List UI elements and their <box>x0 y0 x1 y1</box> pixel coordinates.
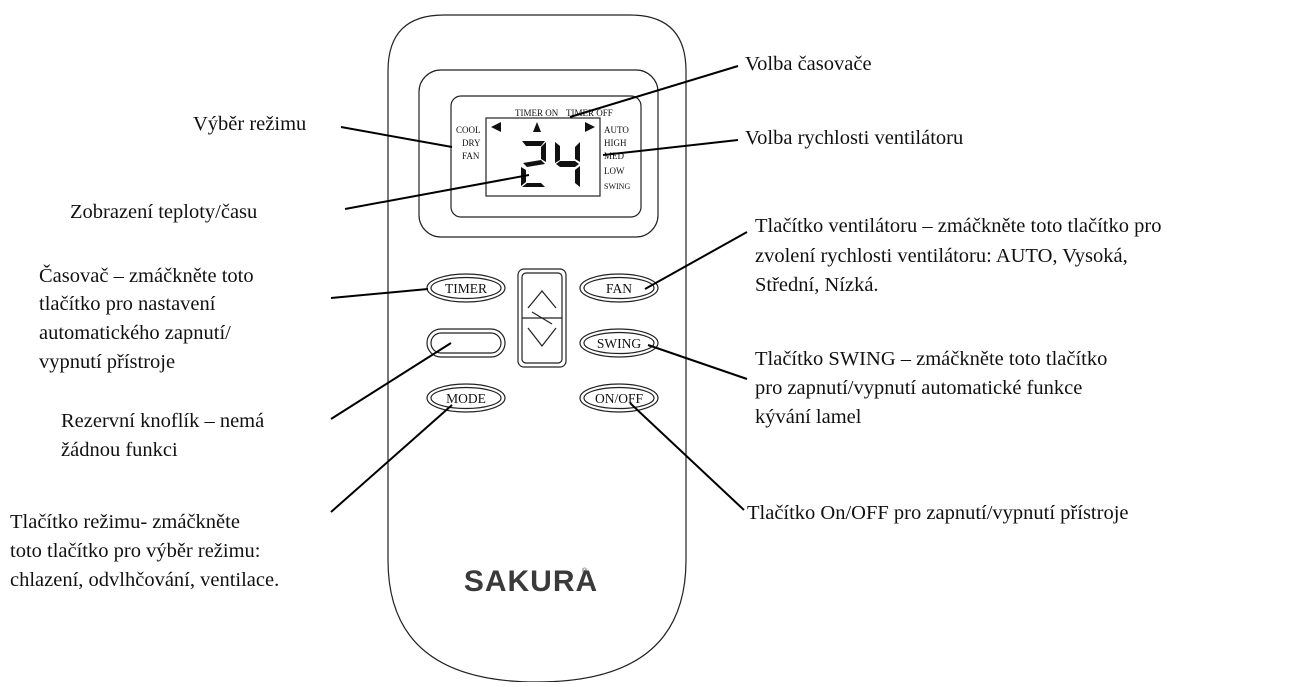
annotation-timer-select: Volba časovače <box>745 53 872 75</box>
onoff-button[interactable]: ON/OFF <box>579 383 659 413</box>
annotation-mode-button: Tlačítko režimu- zmáčkněte toto tlačítko… <box>10 511 279 591</box>
swing-button-label: SWING <box>597 336 641 351</box>
digit-2-bottom <box>522 183 545 187</box>
lcd-mode-cool: COOL <box>456 125 481 135</box>
annotation-reserve-button: Rezervní knoflík – nemá žádnou funkci <box>61 410 264 461</box>
annotation-mode-select: Výběr režimu <box>193 113 306 135</box>
digit-4-upper-left <box>555 142 560 163</box>
annotation-reserve-line-1: Rezervní knoflík – nemá <box>61 410 264 432</box>
triangle-up-icon <box>533 122 541 132</box>
annotation-timer-select-line-1: Volba časovače <box>745 53 872 75</box>
leader-temp-time <box>344 174 530 210</box>
lcd-inner-frame <box>450 95 642 218</box>
annotation-timer-line-2: tlačítko pro nastavení <box>39 293 216 315</box>
annotation-fan-button-line-2: zvolení rychlosti ventilátoru: AUTO, Vys… <box>755 245 1128 267</box>
digit-4-upper-right <box>575 142 580 162</box>
annotation-reserve-line-2: žádnou funkci <box>61 439 178 461</box>
leader-timer-select <box>569 65 739 118</box>
lcd-fan-auto: AUTO <box>604 125 629 135</box>
lcd-mode-dry: DRY <box>462 138 481 148</box>
annotation-onoff-button: Tlačítko On/OFF pro zapnutí/vypnutí přís… <box>747 502 1128 524</box>
brand-logo: SAKURA ® <box>464 565 598 598</box>
brand-registered: ® <box>582 567 588 575</box>
annotation-swing-line-3: kývání lamel <box>755 406 862 428</box>
annotation-fan-speed-select: Volba rychlosti ventilátoru <box>745 127 963 149</box>
lcd-timer-off: TIMER OFF <box>566 108 613 118</box>
lcd-digits <box>521 141 580 187</box>
lcd-outer-frame <box>418 69 659 238</box>
leader-fan-speed-select <box>602 139 739 156</box>
leader-fan-button <box>644 231 748 290</box>
lcd-fan-high: HIGH <box>604 138 627 148</box>
annotation-fan-button: Tlačítko ventilátoru – zmáčkněte toto tl… <box>755 215 1161 296</box>
triangle-right-icon <box>585 122 595 132</box>
lcd-mode-fan: FAN <box>462 151 480 161</box>
annotation-temp-time: Zobrazení teploty/času <box>70 201 257 223</box>
fan-button-label: FAN <box>606 281 632 296</box>
lcd-fan-low: LOW <box>604 166 625 176</box>
leader-onoff-button <box>629 402 745 511</box>
leader-mode-button <box>330 404 453 513</box>
arrow-up-icon[interactable] <box>527 290 557 309</box>
arrow-down-icon[interactable] <box>527 327 557 347</box>
lcd-fan-swing: SWING <box>604 182 630 191</box>
digit-4-middle <box>556 161 579 167</box>
fan-button[interactable]: FAN <box>579 273 659 303</box>
annotation-swing-button: Tlačítko SWING – zmáčkněte toto tlačítko… <box>755 348 1107 428</box>
annotation-onoff-line-1: Tlačítko On/OFF pro zapnutí/vypnutí přís… <box>747 502 1128 524</box>
reserve-button[interactable] <box>426 328 506 358</box>
timer-button-label: TIMER <box>445 281 487 296</box>
timer-button[interactable]: TIMER <box>426 273 506 303</box>
onoff-button-label: ON/OFF <box>595 391 644 406</box>
swing-button[interactable]: SWING <box>579 328 659 358</box>
mode-button[interactable]: MODE <box>426 383 506 413</box>
annotation-fan-speed-line-1: Volba rychlosti ventilátoru <box>745 127 963 149</box>
annotation-timer-line-3: automatického zapnutí/ <box>39 322 231 344</box>
leader-swing-button <box>647 344 748 380</box>
remote-control: TIMER ON TIMER OFF COOL DRY FAN AUTO HIG… <box>387 14 687 683</box>
triangle-left-icon <box>491 122 501 132</box>
annotation-temp-time-line-1: Zobrazení teploty/času <box>70 201 257 223</box>
annotation-fan-button-line-1: Tlačítko ventilátoru – zmáčkněte toto tl… <box>755 215 1161 237</box>
leader-lines <box>330 65 748 513</box>
annotation-fan-button-line-3: Střední, Nízká. <box>755 274 879 296</box>
digit-2-top <box>522 141 545 146</box>
leader-reserve-button <box>330 342 452 420</box>
annotation-timer-line-1: Časovač – zmáčkněte toto <box>39 263 254 287</box>
annotation-swing-line-2: pro zapnutí/vypnutí automatické funkce <box>755 377 1082 399</box>
mode-button-label: MODE <box>446 391 486 406</box>
temperature-rocker[interactable] <box>517 268 567 368</box>
lcd-fan-med: MED <box>604 151 625 161</box>
digit-4-lower-right <box>575 166 580 187</box>
annotation-mode-button-line-2: toto tlačítko pro výběr režimu: <box>10 540 260 562</box>
leader-timer-button <box>330 288 429 299</box>
brand-name: SAKURA <box>464 565 598 598</box>
annotation-mode-select-line-1: Výběr režimu <box>193 113 306 135</box>
leader-mode-select <box>340 126 453 148</box>
annotation-mode-button-line-1: Tlačítko režimu- zmáčkněte <box>10 511 240 533</box>
annotation-mode-button-line-3: chlazení, odvlhčování, ventilace. <box>10 569 279 591</box>
annotation-timer-button: Časovač – zmáčkněte toto tlačítko pro na… <box>39 263 254 373</box>
annotation-swing-line-1: Tlačítko SWING – zmáčkněte toto tlačítko <box>755 348 1107 370</box>
lcd-digit-window <box>485 117 601 197</box>
digit-2-middle <box>523 160 545 167</box>
lcd-timer-on: TIMER ON <box>515 108 559 118</box>
annotation-timer-line-4: vypnutí přístroje <box>39 351 175 373</box>
digit-2-upper-right <box>541 142 546 162</box>
